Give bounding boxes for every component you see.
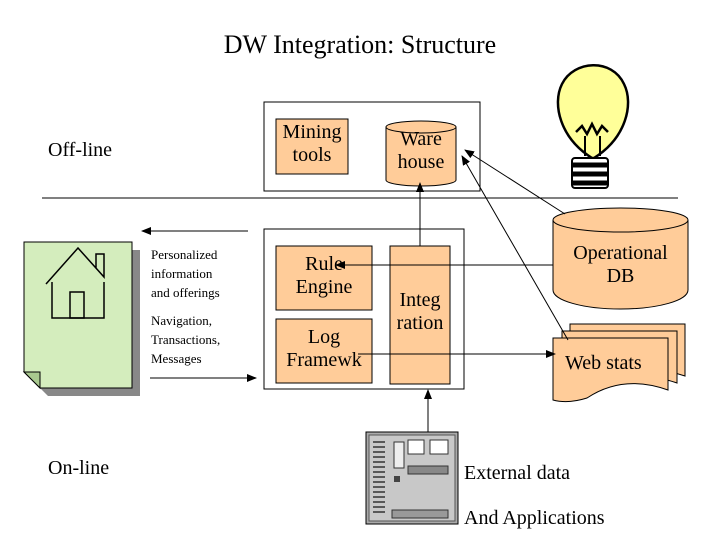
warehouse-cylinder-icon [385, 120, 457, 187]
personalized-info-label: Personalized information and offerings [151, 245, 220, 302]
database-icon [552, 207, 689, 310]
offline-zone-label: Off-line [48, 139, 113, 161]
house-page-icon [22, 241, 140, 396]
server-icon [365, 431, 459, 525]
external-apps-label: And Applications [464, 507, 605, 529]
lightbulb-icon [556, 64, 630, 189]
external-data-label: External data [464, 462, 571, 484]
operational-db-label: Operational DB [553, 242, 688, 288]
log-framework-line-1: Log [307, 326, 341, 348]
integration-box [389, 245, 451, 385]
log-framework-line-2: Framewk [286, 349, 362, 371]
personalized-line-2: information [151, 266, 213, 281]
warehouse-line-2: house [397, 151, 445, 173]
operational-db-line-1: Operational [573, 242, 668, 264]
rule-engine-label: Rule Engine [276, 253, 372, 299]
integration-line-2: ration [396, 312, 444, 334]
personalized-line-1: Personalized [151, 247, 218, 262]
log-framework-label: Log Framewk [276, 326, 372, 372]
operational-db-line-2: DB [606, 265, 635, 287]
navigation-line-2: Transactions, [151, 332, 221, 347]
arrow-webstats-to-warehouse [461, 155, 569, 341]
warehouse-line-1: Ware [400, 128, 442, 150]
online-zone-label: On-line [48, 457, 110, 479]
navigation-label: Navigation, Transactions, Messages [151, 311, 220, 368]
integration-line-1: Integ [399, 289, 441, 311]
mining-tools-line-1: Mining [282, 121, 342, 143]
document-stack-icon [552, 323, 686, 403]
navigation-line-3: Messages [151, 351, 202, 366]
rule-engine-box [275, 245, 373, 311]
mining-tools-box [275, 118, 349, 175]
log-framework-box [275, 318, 373, 384]
rule-engine-line-1: Rule [305, 253, 343, 275]
page-title: DW Integration: Structure [223, 30, 497, 59]
mining-tools-label: Mining tools [276, 121, 348, 167]
arrow-opdb-to-warehouse [464, 149, 566, 215]
rule-engine-line-2: Engine [295, 276, 353, 298]
personalized-line-3: and offerings [151, 285, 220, 300]
navigation-line-1: Navigation, [151, 313, 213, 328]
warehouse-label: Ware house [386, 128, 456, 174]
mining-tools-line-2: tools [292, 144, 332, 166]
web-stats-label: Web stats [565, 352, 642, 374]
integration-label: Integ ration [388, 289, 452, 335]
